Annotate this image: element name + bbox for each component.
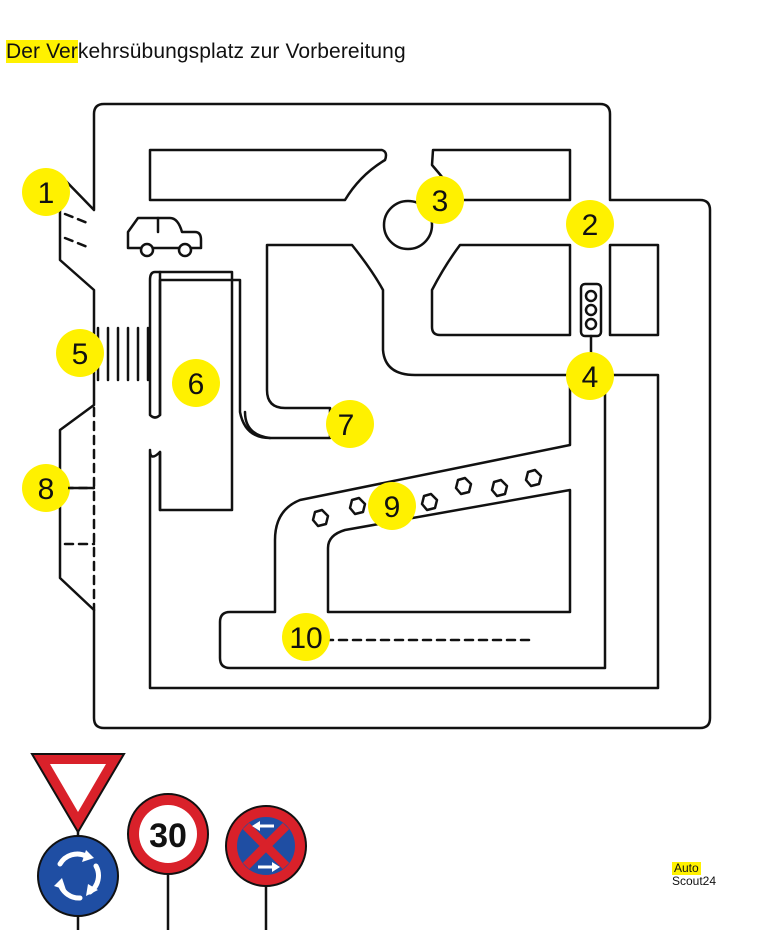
cones <box>311 468 543 528</box>
car-icon <box>126 216 203 258</box>
marker-8: 8 <box>38 473 55 506</box>
marker-1: 1 <box>38 177 55 210</box>
marker-9: 9 <box>384 491 401 524</box>
title-rest: kehrsübungsplatz zur Vorbereitung <box>77 40 406 63</box>
roundabout-island <box>382 199 434 251</box>
marker-4: 4 <box>582 361 599 394</box>
crosswalk <box>96 326 150 382</box>
block-top-left <box>148 148 388 202</box>
page-title: Der Verkehrsübungsplatz zur Vorbereitung <box>6 40 406 64</box>
speed-limit-sign-icon: 30 <box>127 793 209 875</box>
central-road <box>148 243 660 690</box>
marker-6: 6 <box>188 368 205 401</box>
marker-2: 2 <box>582 209 599 242</box>
block-middle-right <box>430 243 572 337</box>
speed-limit-value: 30 <box>149 817 187 855</box>
title-highlight: Der Ver <box>6 40 78 63</box>
dash-1b <box>63 236 92 250</box>
curve-block <box>243 410 272 440</box>
marker-5: 5 <box>72 338 89 371</box>
marker-3: 3 <box>432 185 449 218</box>
block-bottom-center <box>326 488 572 614</box>
logo-auto: Auto <box>672 861 701 875</box>
outer-boundary <box>58 102 712 730</box>
roundabout-sign-icon <box>37 835 119 917</box>
no-stopping-sign-icon <box>225 805 307 887</box>
markers <box>22 168 614 661</box>
marker-10: 10 <box>289 622 322 655</box>
dash-1a <box>63 212 92 226</box>
logo-scout: Scout24 <box>672 874 717 888</box>
yield-sign-icon <box>30 753 126 834</box>
traffic-light-icon <box>579 282 603 362</box>
block-far-right <box>608 243 660 337</box>
marker-7: 7 <box>338 409 355 442</box>
